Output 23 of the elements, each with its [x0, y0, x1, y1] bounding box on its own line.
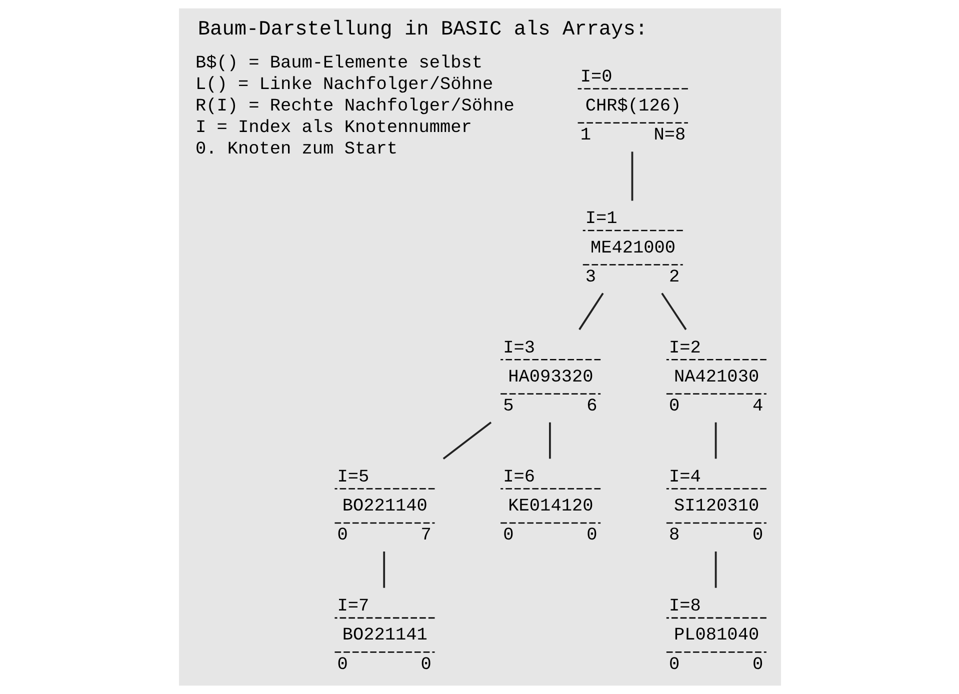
connector	[714, 552, 716, 588]
connector	[630, 152, 633, 201]
connector	[442, 422, 492, 460]
label: R(I) = Rechte Nachfolger/Söhne	[194, 96, 514, 117]
diagram-title: Baum-Darstellung in BASIC als Arrays:	[197, 18, 648, 42]
node-text: I=2 NA421030 0 4	[668, 338, 763, 417]
node-text: I=1 ME421000 3 2	[584, 209, 680, 288]
node-text: I=8 PL081040 0 0	[668, 596, 763, 675]
label: I = Index als Knotennummer	[194, 118, 472, 138]
node-text: I=3 HA093320 5 6	[502, 338, 597, 417]
node-text: I=4 SI120310 8 0	[668, 467, 763, 546]
label: B$() = Baum-Elemente selbst	[194, 53, 482, 74]
connector	[382, 552, 385, 588]
node-text: I=6 KE014120 0 0	[502, 467, 597, 546]
label: L() = Linke Nachfolger/Söhne	[194, 74, 493, 95]
label: 0. Knoten zum Start	[194, 140, 397, 160]
connector	[578, 292, 604, 330]
connector	[548, 422, 550, 459]
connector	[714, 422, 716, 459]
connector	[660, 292, 686, 330]
node-text: I=5 BO221140 0 7	[336, 467, 431, 546]
node-text: I=7 BO221141 0 0	[336, 596, 431, 675]
node-text: I=0 CHR$(126) 1 N=8	[580, 67, 686, 146]
